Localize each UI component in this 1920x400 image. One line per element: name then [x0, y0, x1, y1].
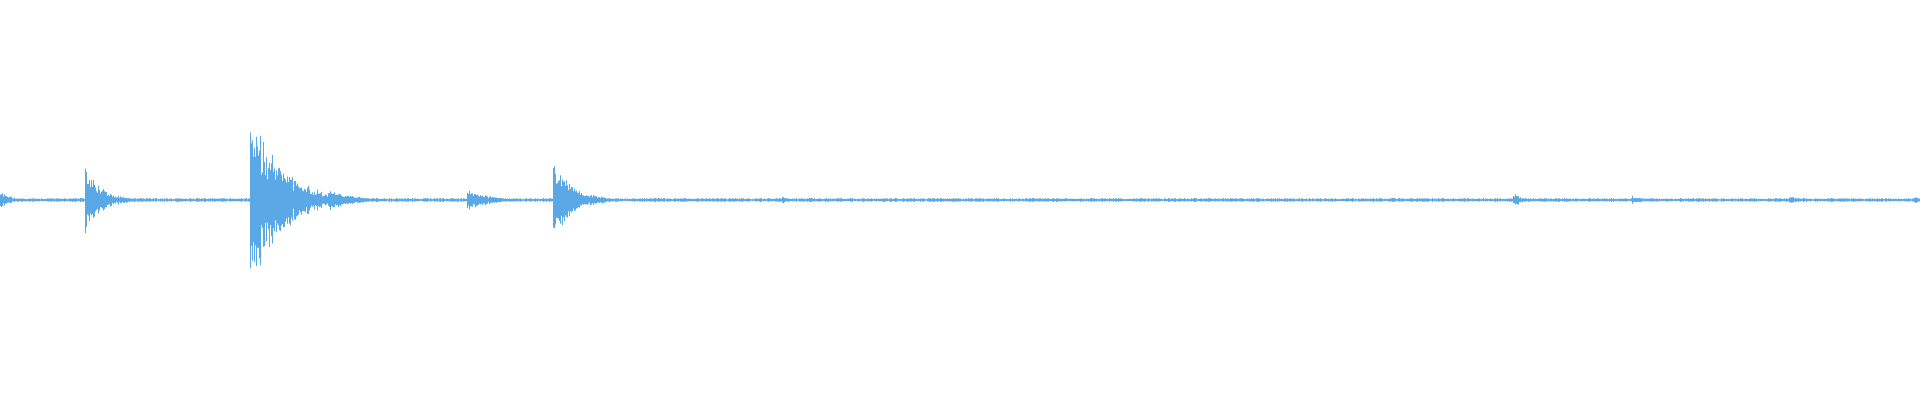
- audio-waveform-panel: [0, 132, 1920, 269]
- audio-waveform: [0, 132, 1920, 269]
